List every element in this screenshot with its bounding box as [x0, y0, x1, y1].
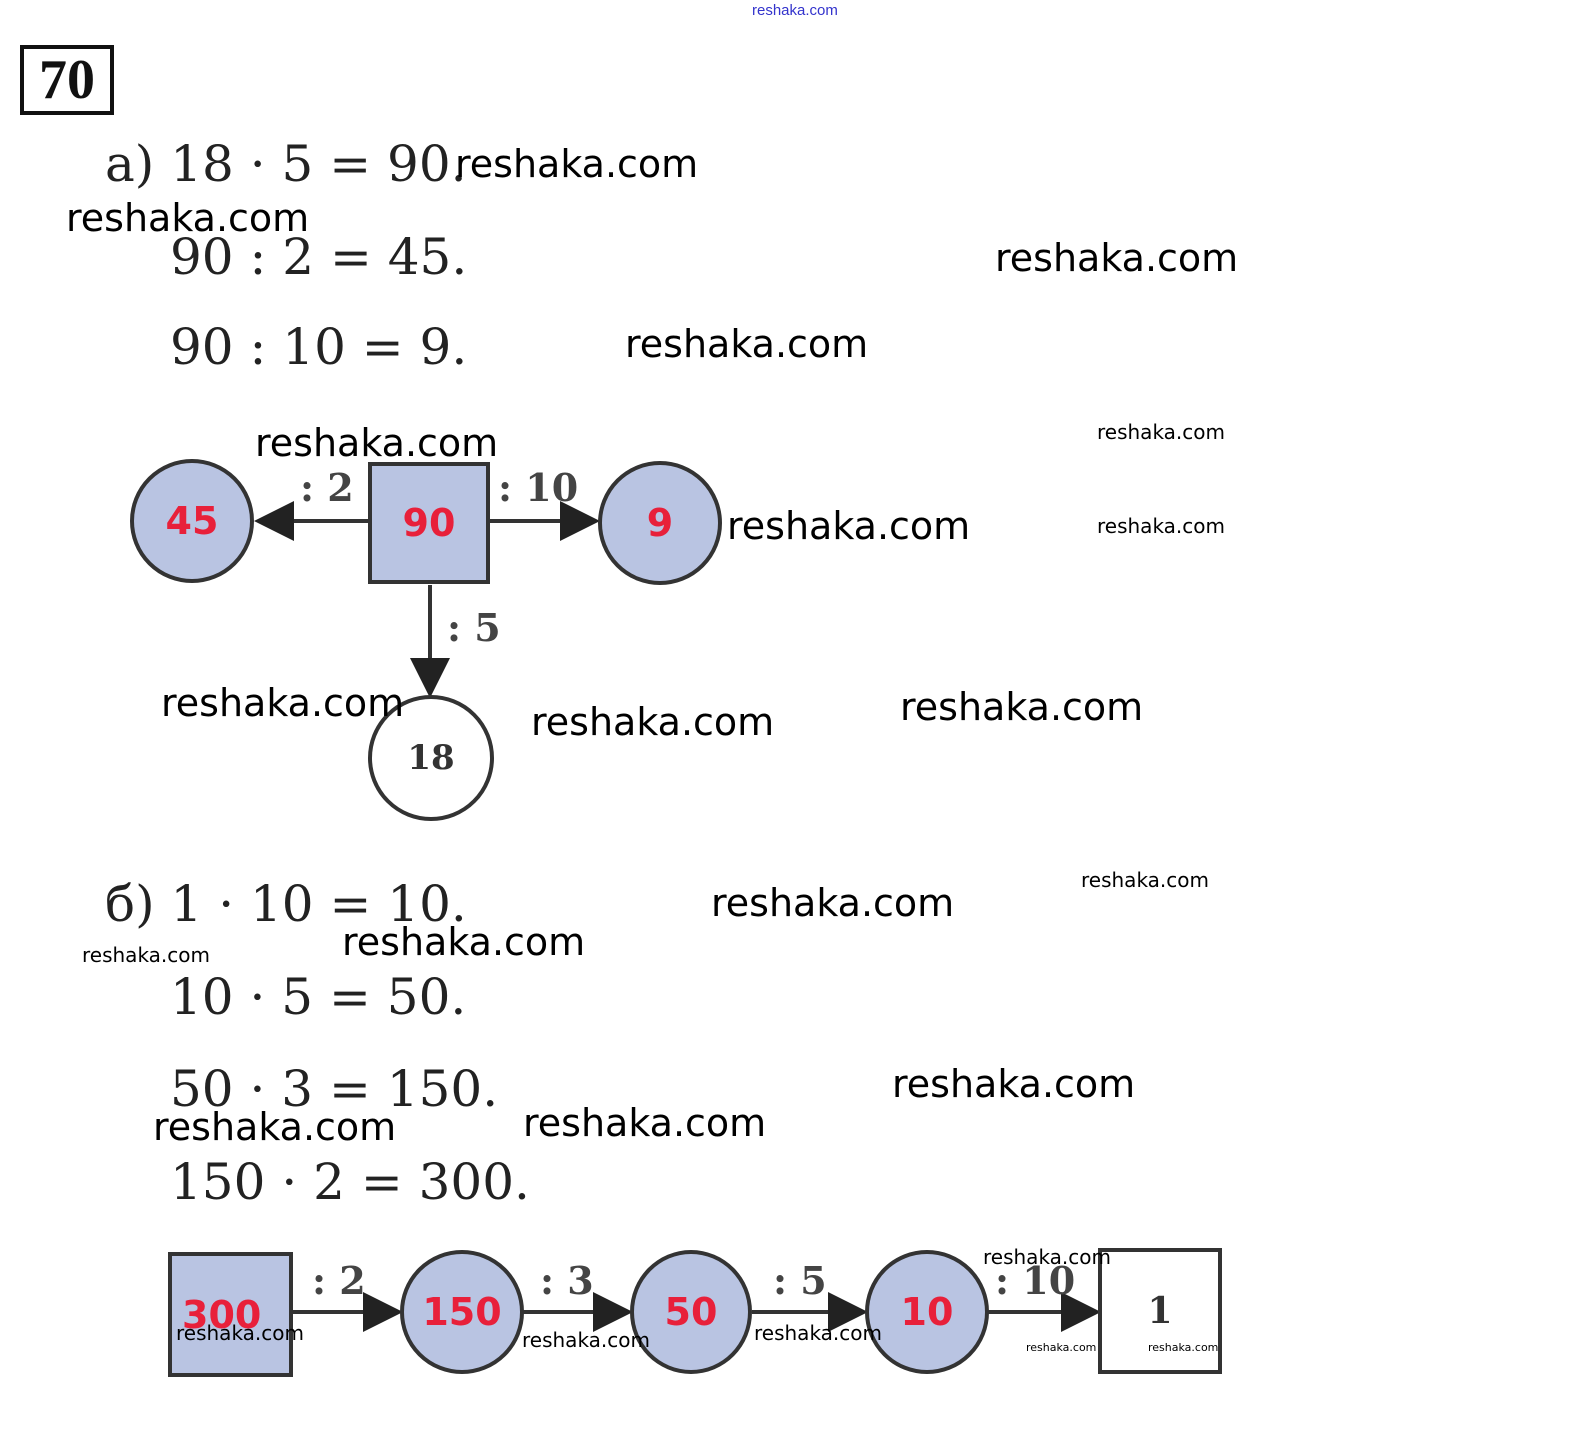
node-center: 90 — [368, 462, 490, 584]
watermark: reshaka.com — [1148, 1341, 1219, 1354]
equation-a3: 90 : 10 = 9. — [170, 318, 468, 376]
watermark: reshaka.com — [523, 1101, 767, 1145]
watermark: reshaka.com — [900, 685, 1144, 729]
watermark: reshaka.com — [153, 1105, 397, 1149]
chain-node-3: 50 — [630, 1250, 752, 1374]
watermark: reshaka.com — [522, 1328, 650, 1352]
op-right: : 10 — [498, 465, 579, 510]
node-value: 50 — [664, 1290, 718, 1334]
chain-node-4: 10 — [865, 1250, 989, 1374]
watermark: reshaka.com — [625, 322, 869, 366]
chain-node-5: 1 — [1098, 1248, 1222, 1374]
equation-b2: 10 · 5 = 50. — [170, 968, 467, 1026]
node-value: 300 — [182, 1292, 262, 1337]
node-right: 9 — [598, 461, 722, 585]
node-value: 45 — [165, 499, 219, 543]
node-value: 9 — [646, 501, 674, 545]
watermark: reshaka.com — [82, 943, 210, 967]
op-left: : 2 — [300, 465, 354, 510]
watermark: reshaka.com — [455, 142, 699, 186]
site-link[interactable]: reshaka.com — [752, 2, 838, 19]
watermark: reshaka.com — [995, 236, 1239, 280]
watermark: reshaka.com — [342, 920, 586, 964]
watermark: reshaka.com — [176, 1321, 304, 1345]
equation-b1: б) 1 · 10 = 10. — [105, 875, 467, 933]
equation-b3: 50 · 3 = 150. — [170, 1060, 499, 1118]
problem-number: 70 — [20, 45, 114, 115]
watermark: reshaka.com — [983, 1245, 1111, 1269]
equation-a1: а) 18 · 5 = 90. — [105, 135, 467, 193]
op-bottom: : 5 — [447, 605, 501, 650]
node-value: 18 — [407, 738, 455, 778]
watermark: reshaka.com — [727, 504, 971, 548]
chain-op-2: : 3 — [540, 1258, 594, 1303]
chain-node-1: 300 — [168, 1252, 293, 1377]
node-left: 45 — [130, 459, 254, 583]
watermark: reshaka.com — [1097, 420, 1225, 444]
watermark: reshaka.com — [1081, 868, 1209, 892]
watermark: reshaka.com — [1097, 514, 1225, 538]
chain-node-2: 150 — [400, 1250, 524, 1374]
watermark: reshaka.com — [754, 1321, 882, 1345]
watermark: reshaka.com — [892, 1062, 1136, 1106]
watermark: reshaka.com — [711, 881, 955, 925]
chain-op-1: : 2 — [312, 1258, 366, 1303]
watermark: reshaka.com — [255, 421, 499, 465]
node-value: 1 — [1147, 1290, 1173, 1332]
watermark: reshaka.com — [161, 681, 405, 725]
node-bottom: 18 — [368, 695, 494, 821]
node-value: 150 — [422, 1290, 502, 1334]
node-value: 10 — [900, 1290, 954, 1334]
node-value: 90 — [402, 501, 456, 545]
equation-a2: 90 : 2 = 45. — [170, 228, 468, 286]
chain-op-3: : 5 — [773, 1258, 827, 1303]
equation-b4: 150 · 2 = 300. — [170, 1153, 530, 1211]
watermark: reshaka.com — [1026, 1341, 1097, 1354]
watermark: reshaka.com — [66, 196, 310, 240]
chain-op-4: : 10 — [995, 1258, 1076, 1303]
watermark: reshaka.com — [531, 700, 775, 744]
